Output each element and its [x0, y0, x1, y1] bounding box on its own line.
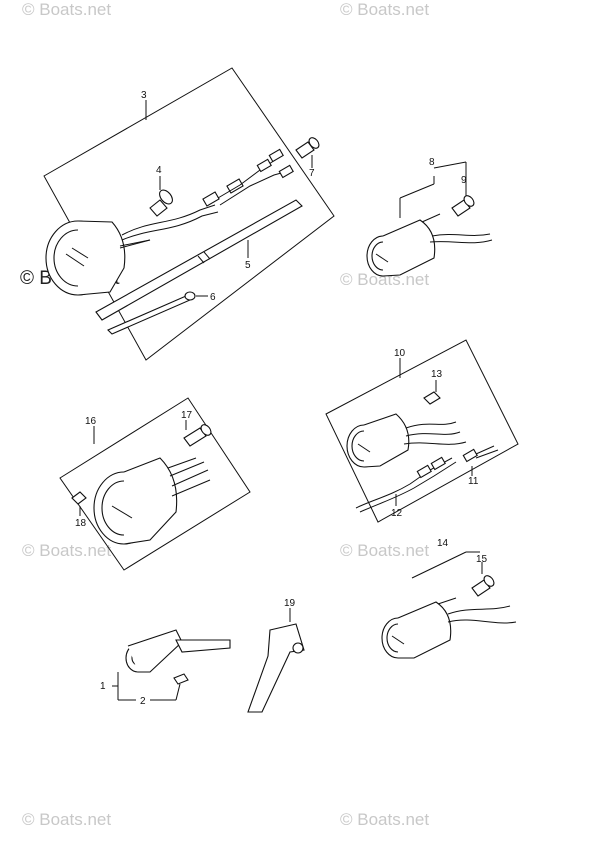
- large-gauge-body: [77, 220, 126, 296]
- callout-15: 15: [476, 554, 488, 565]
- callout-11: 11: [468, 476, 479, 487]
- watermark-bottom-left: © Boats.net: [22, 810, 112, 829]
- screw-2: [173, 673, 189, 685]
- callout-5: 5: [245, 260, 251, 271]
- callout-9: 9: [461, 175, 467, 186]
- watermark-top-left: © Boats.net: [22, 0, 112, 19]
- bracket-19: [247, 623, 305, 713]
- callout-6: 6: [210, 292, 216, 303]
- callout-1: 1: [100, 681, 106, 692]
- watermark-top-right: © Boats.net: [340, 0, 430, 19]
- watermark-mid-right: © Boats.net: [340, 270, 430, 289]
- bulb-18: [71, 491, 87, 505]
- group-frame-3: [43, 67, 335, 361]
- callout-19: 19: [284, 598, 296, 609]
- callout-8: 8: [429, 157, 435, 168]
- watermark-lower-left: © Boats.net: [22, 541, 112, 560]
- watermark-lower-right: © Boats.net: [340, 541, 430, 560]
- watermark-bottom-right: © Boats.net: [340, 810, 430, 829]
- bulb-15: [471, 579, 491, 597]
- protective-tube-5: [95, 199, 303, 321]
- bulb-9: [451, 199, 471, 217]
- callout-10: 10: [394, 348, 406, 359]
- gauge-group-16: 16 17 18: [59, 397, 251, 571]
- gauge-group-3: 3 4 5 6 7: [43, 67, 335, 361]
- bulb-4: [149, 199, 168, 217]
- callout-4: 4: [156, 165, 162, 176]
- gauge-group-14: 14 15: [381, 538, 517, 659]
- callout-2: 2: [140, 696, 146, 707]
- small-gauge-8-body: [382, 219, 436, 277]
- callout-17: 17: [181, 410, 193, 421]
- group-frame-10: [325, 339, 519, 523]
- harness-connector-b: [226, 178, 244, 194]
- gauge-holder-group: 1 2: [100, 629, 231, 707]
- callout-14: 14: [437, 538, 449, 549]
- harness-connector-11: [416, 464, 432, 479]
- callout-18: 18: [75, 518, 87, 529]
- bulb-13: [423, 391, 441, 405]
- bulb-7: [295, 141, 315, 159]
- bracket-group-19: 19: [247, 598, 305, 713]
- callout-13: 13: [431, 369, 443, 380]
- callout-16: 16: [85, 416, 97, 427]
- group-frame-16: [59, 397, 251, 571]
- callout-12: 12: [391, 508, 403, 519]
- small-gauge-10-body: [363, 413, 410, 468]
- callout-7: 7: [309, 168, 315, 179]
- harness-connector-a: [202, 191, 220, 207]
- gauge-group-8: 8 9: [366, 157, 493, 277]
- bulb-17: [183, 427, 207, 447]
- medium-gauge-16-body: [123, 457, 178, 545]
- callout-3: 3: [141, 90, 147, 101]
- small-gauge-14-body: [397, 601, 452, 659]
- gauge-group-10: 10 11 12 13: [325, 339, 519, 523]
